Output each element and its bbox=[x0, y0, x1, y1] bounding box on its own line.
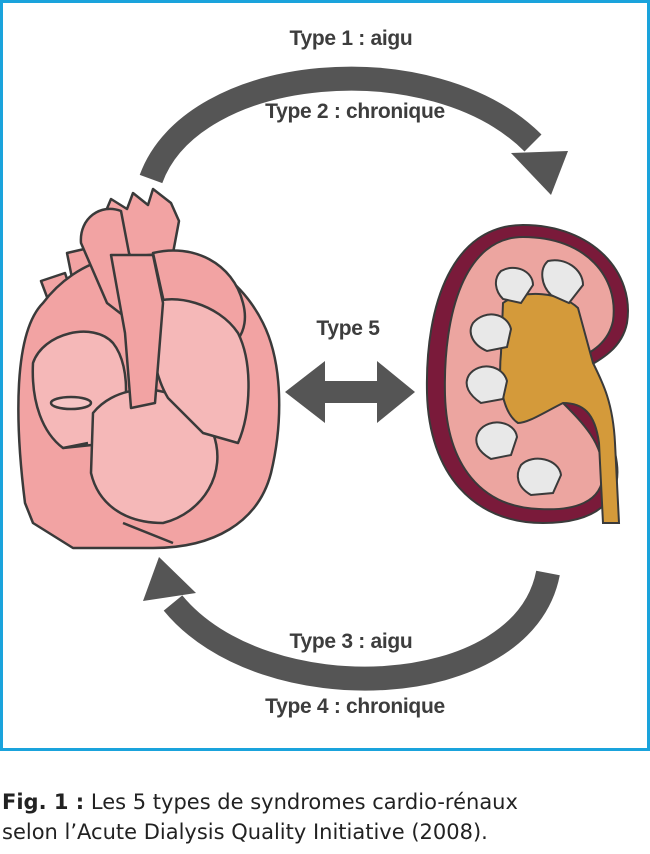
label-type-4: Type 4 : chronique bbox=[265, 695, 445, 718]
diagram-frame: Type 1 : aigu Type 2 : chronique Type 5 … bbox=[0, 0, 650, 751]
heart-illustration bbox=[17, 187, 281, 550]
label-type-5: Type 5 bbox=[316, 317, 380, 340]
caption-line-1: Les 5 types de syndromes cardio-rénaux bbox=[90, 790, 518, 814]
label-type-3: Type 3 : aigu bbox=[289, 630, 413, 653]
label-type-2: Type 2 : chronique bbox=[265, 100, 445, 123]
diagram-canvas bbox=[17, 66, 629, 691]
figure-caption: Fig. 1 : Les 5 types de syndromes cardio… bbox=[2, 787, 648, 847]
caption-line-2: selon l’Acute Dialysis Quality Initiativ… bbox=[2, 820, 488, 844]
label-type-1: Type 1 : aigu bbox=[289, 27, 413, 50]
top-curved-arrow-icon bbox=[139, 66, 568, 195]
bottom-curved-arrow-icon bbox=[143, 557, 560, 691]
double-arrow-icon bbox=[285, 361, 415, 423]
figure-label: Fig. 1 : bbox=[2, 790, 85, 814]
kidney-illustration bbox=[425, 223, 629, 525]
